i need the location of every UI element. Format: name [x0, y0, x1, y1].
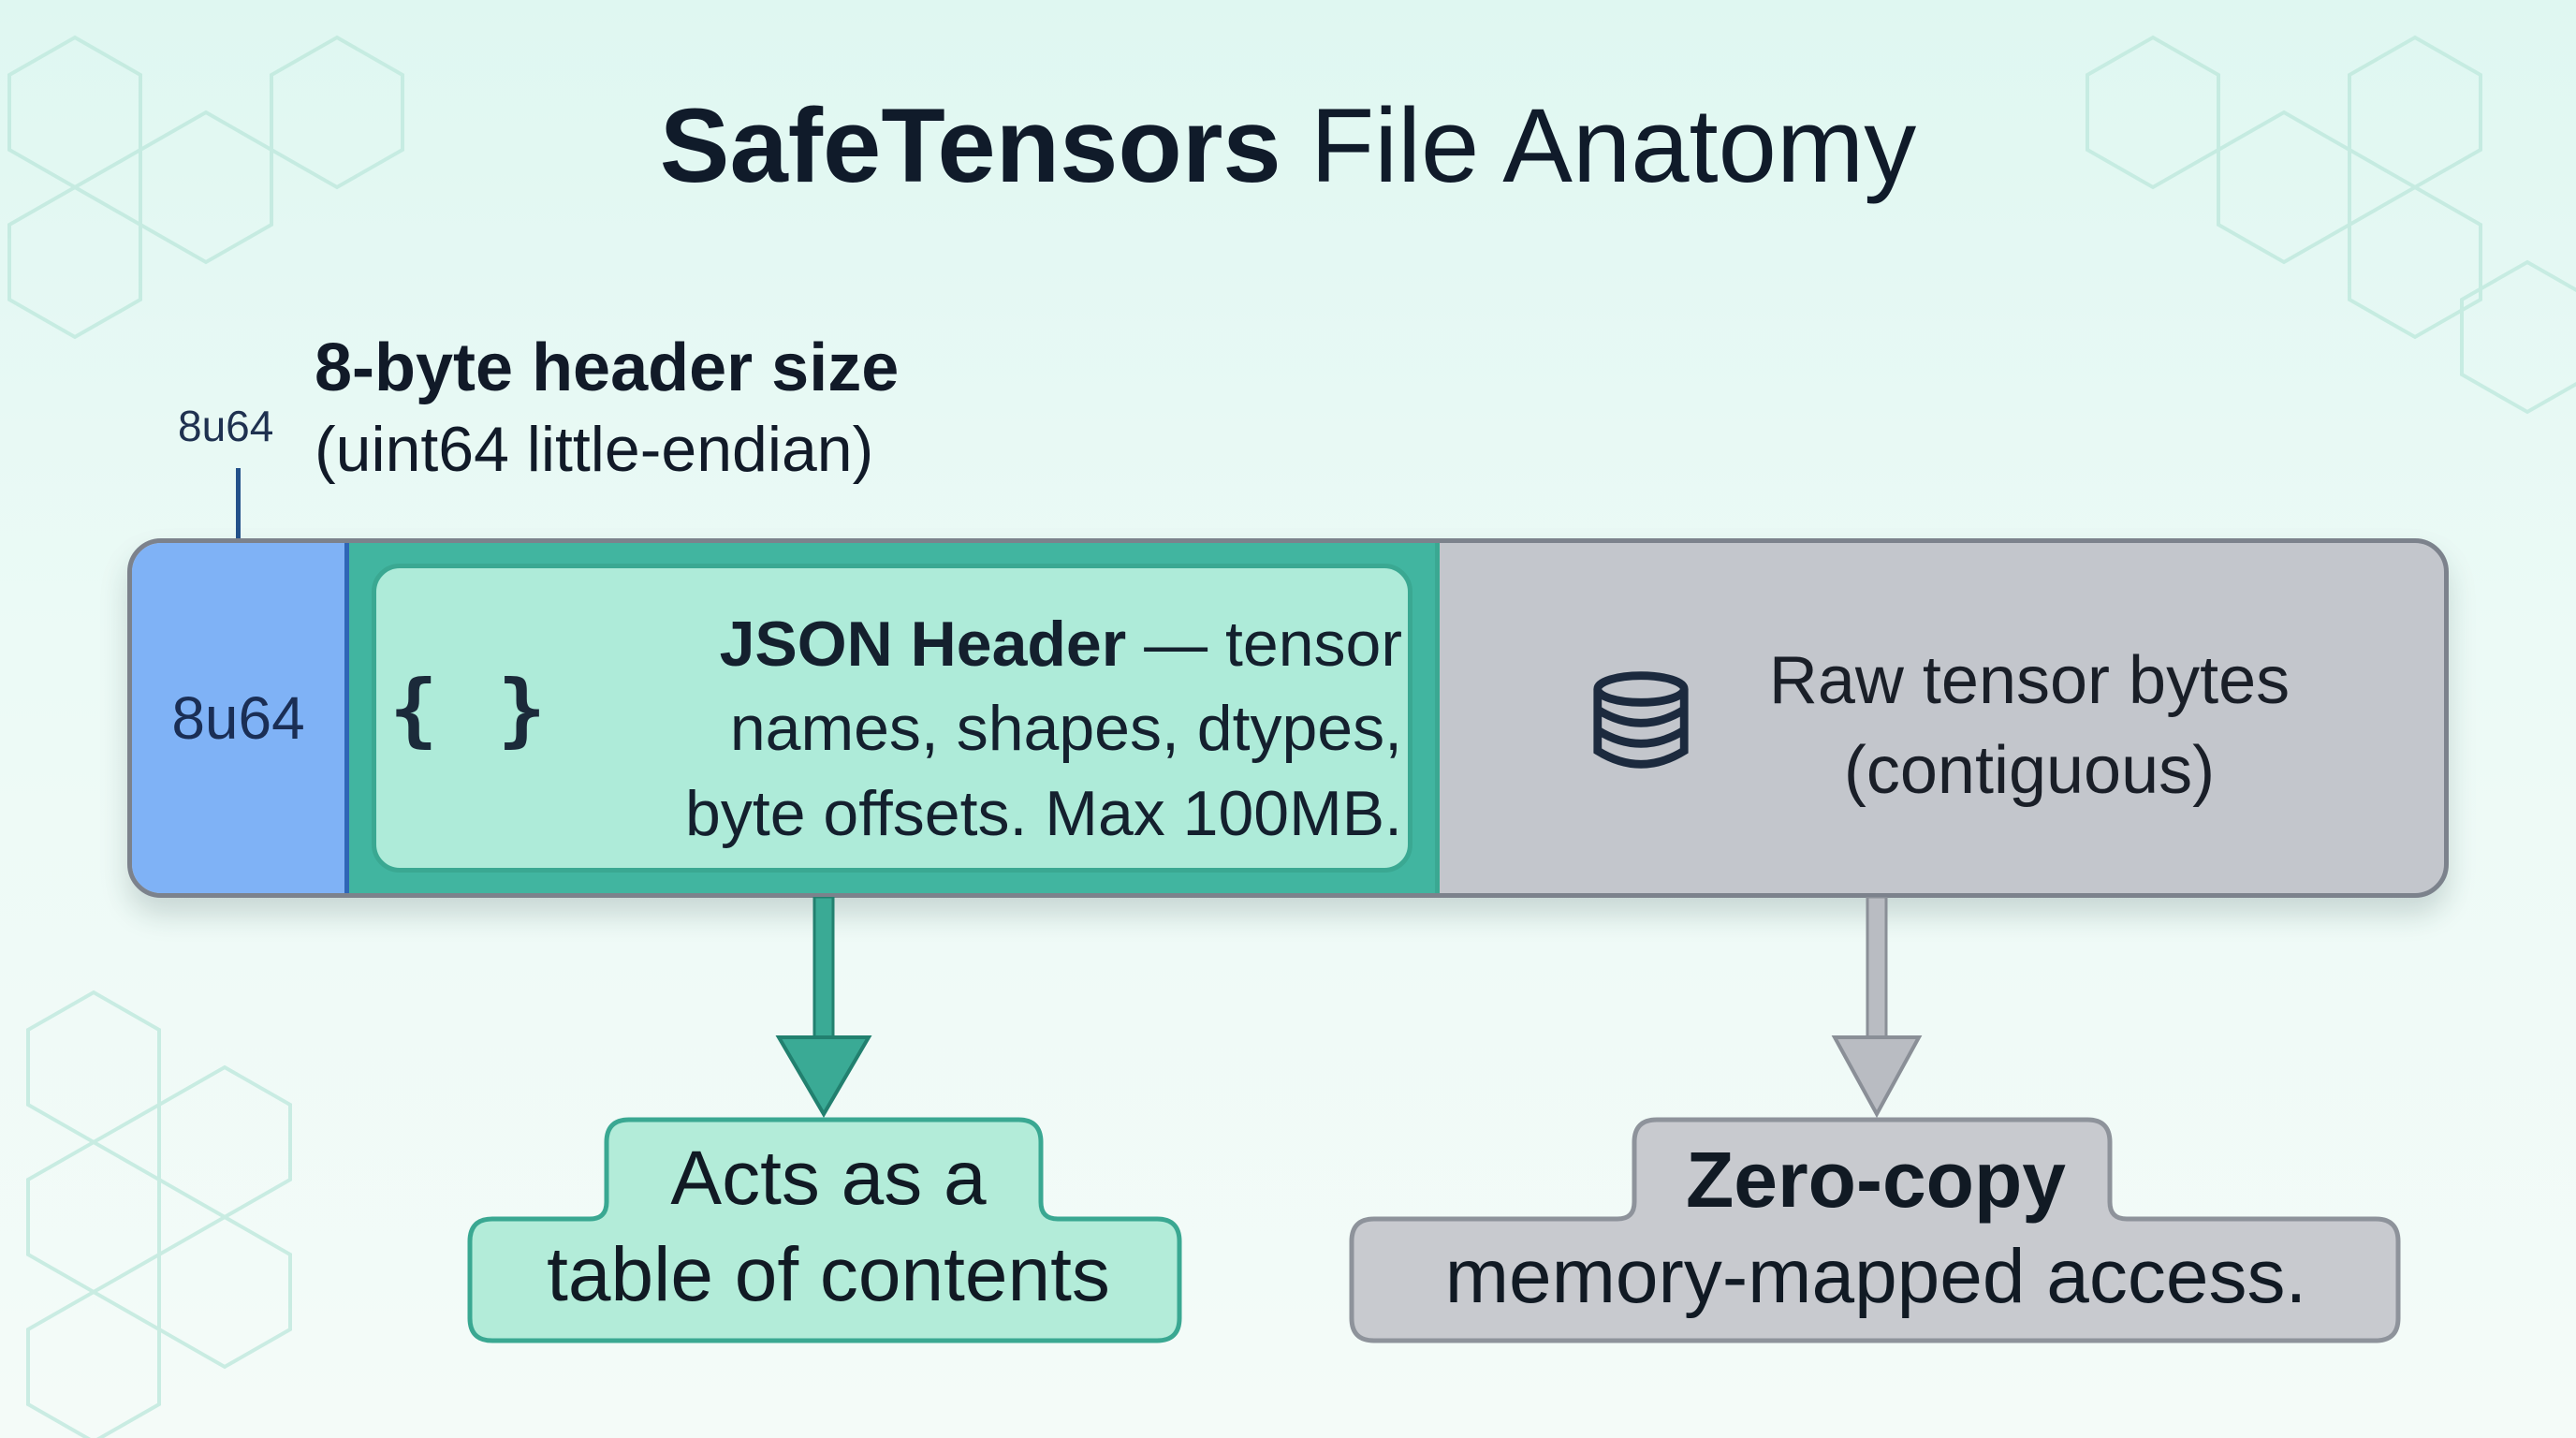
header-size-annotation: 8-byte header size (uint64 little-endian… [315, 326, 899, 490]
file-layout-bar: 8u64 { } JSON Header — tensor names, sha… [127, 538, 2449, 898]
title-bold: SafeTensors [659, 87, 1281, 204]
zero-copy-callout: Zero-copy memory-mapped access. [1352, 1131, 2400, 1326]
header-size-title: 8-byte header size [315, 330, 900, 405]
segment-json-header: { } JSON Header — tensor names, shapes, … [349, 543, 1435, 893]
toc-callout: Acts as a table of contents [468, 1131, 1189, 1323]
arrow-down-icon-teal [775, 897, 872, 1118]
braces-icon: { } [389, 663, 552, 756]
title-rest: File Anatomy [1310, 87, 1917, 204]
segment-header-size: 8u64 [132, 543, 349, 893]
raw-bytes-line1: Raw tensor bytes [1768, 643, 2291, 718]
page-title: SafeTensors File Anatomy [0, 86, 2576, 207]
json-header-title: JSON Header [719, 609, 1127, 680]
toc-callout-line2: table of contents [547, 1231, 1110, 1317]
segment-header-size-label: 8u64 [171, 684, 305, 752]
tick-line [236, 468, 241, 541]
header-size-subtitle: (uint64 little-endian) [315, 414, 874, 485]
json-header-line3: byte offsets. Max 100MB. [685, 777, 1402, 849]
zero-copy-callout-line2: memory-mapped access. [1444, 1234, 2307, 1319]
json-header-box: { } JSON Header — tensor names, shapes, … [372, 564, 1412, 873]
tick-label: 8u64 [178, 402, 274, 450]
raw-bytes-description: Raw tensor bytes (contiguous) [1711, 637, 2348, 816]
database-icon [1593, 671, 1689, 769]
toc-callout-line1: Acts as a [670, 1136, 987, 1221]
raw-bytes-line2: (contiguous) [1843, 732, 2216, 808]
json-header-description: JSON Header — tensor names, shapes, dtyp… [504, 602, 1402, 856]
arrow-down-icon-gray [1831, 897, 1923, 1119]
segment-raw-bytes: Raw tensor bytes (contiguous) [1435, 543, 2444, 893]
json-header-line2: names, shapes, dtypes, [729, 693, 1402, 765]
zero-copy-callout-line1: Zero-copy [1685, 1136, 2067, 1224]
json-header-line1-rest: — tensor [1126, 609, 1402, 680]
